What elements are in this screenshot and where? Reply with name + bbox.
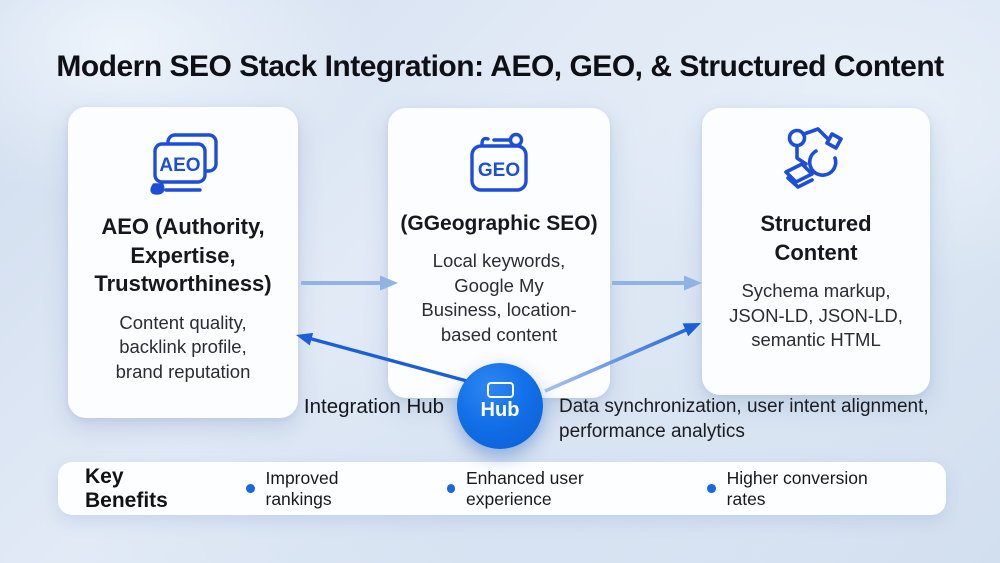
card-structured-content: Structured Content Sychema markup, JSON-… [702,108,930,395]
card-aeo-body: Content quality, backlink profile, brand… [115,311,251,382]
card-aeo: AEO AEO (Authority, Expertise, Trustwort… [68,107,298,418]
benefit-label: Enhanced user experience [466,467,584,509]
card-structured-body: Sychema markup, JSON-LD, JSON-LD, semant… [729,280,903,350]
geo-icon-label: GEO [478,160,520,181]
benefit-item: Enhanced user experience [446,467,661,510]
integration-hub-node: Hub [457,363,543,449]
hub-circle-label: Hub [480,399,520,421]
hub-display-icon [486,382,514,398]
arrow-aeo-to-geo [301,275,398,291]
benefit-item: Higher conversion rates [707,468,899,510]
page-title: Modern SEO Stack Integration: AEO, GEO, … [56,50,944,83]
card-structured-title: Structured Content [760,211,872,265]
benefit-label: Improved rankings [265,467,339,509]
card-geo-title: (GGeographic SEO) [400,212,598,235]
benefit-label: Higher conversion rates [726,467,868,509]
hub-description: Data synchronization, user intent alignm… [559,396,929,443]
benefit-bullet-icon [246,484,255,493]
card-geo: GEO (GGeographic SEO) Local keywords, Go… [388,108,610,398]
benefit-bullet-icon [707,484,716,493]
aeo-document-icon: AEO [142,129,224,199]
card-aeo-title: AEO (Authority, Expertise, Trustworthine… [94,214,272,297]
benefit-item: Improved rankings [246,468,400,510]
key-benefits-bar: Key Benefits Improved rankings Enhanced … [58,462,946,515]
integration-hub-label: Integration Hub [303,395,445,418]
benefit-bullet-icon [446,484,455,493]
aeo-icon-label: AEO [159,155,200,176]
structured-shapes-icon [780,126,852,196]
card-geo-body: Local keywords, Google My Business, loca… [421,250,577,345]
geo-calendar-icon: GEO [464,130,534,200]
key-benefits-heading: Key Benefits [85,464,168,512]
arrow-geo-to-structured [612,275,702,291]
